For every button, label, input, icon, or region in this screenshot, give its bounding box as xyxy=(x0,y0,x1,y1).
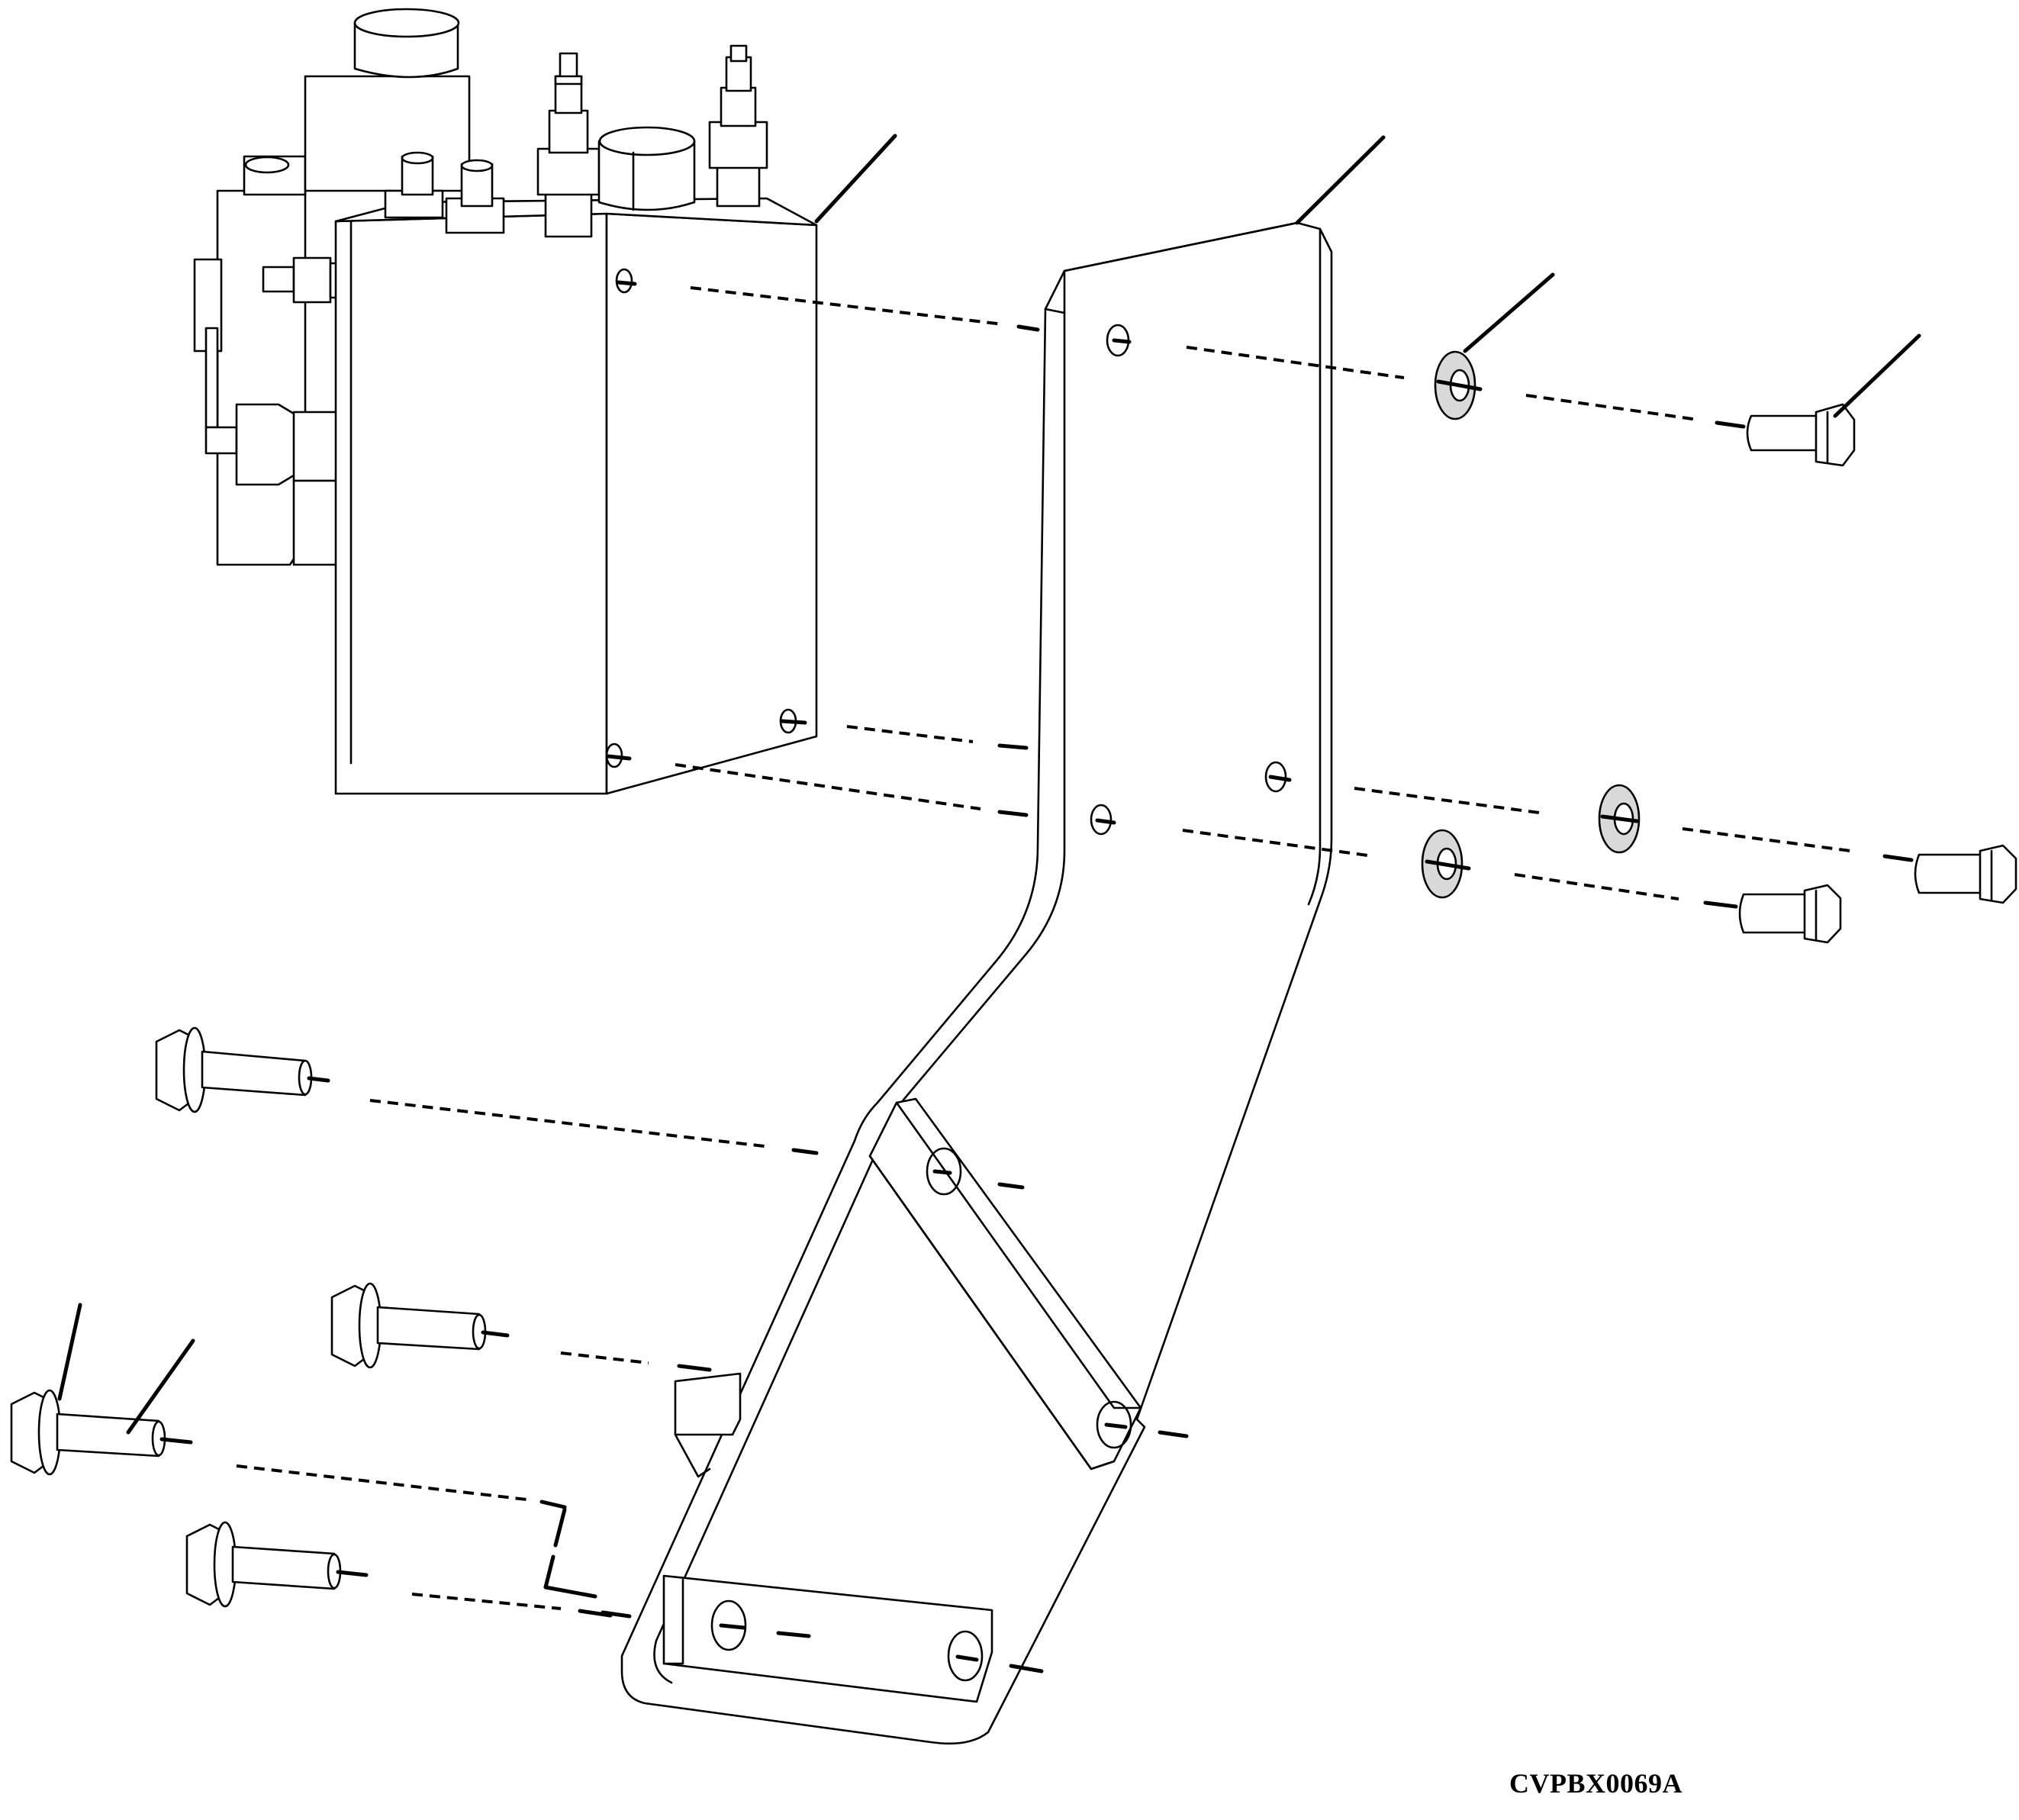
bracket-crossbar-lower xyxy=(662,1574,993,1703)
leader-washer xyxy=(1463,272,1555,353)
leader-flange-bolt-shank xyxy=(126,1338,195,1435)
flange-bolt-3 xyxy=(10,1389,166,1476)
hydraulic-valve-block xyxy=(193,8,818,795)
callout-leader-lines xyxy=(57,134,1921,1435)
hex-plug-center xyxy=(597,126,696,211)
hex-bolt-upper-right xyxy=(1746,403,1856,467)
leader-hex-bolt xyxy=(1833,333,1921,418)
bracket-crossbar-upper xyxy=(868,1097,1142,1470)
quick-coupler-left xyxy=(536,52,601,238)
side-fitting-upper xyxy=(262,256,351,304)
mounting-bracket xyxy=(620,221,1333,1745)
hex-bolt-middle-left xyxy=(1738,884,1842,944)
hex-bolt-middle-right xyxy=(1914,844,2017,904)
top-plug-left xyxy=(384,151,444,219)
flange-bolt-4 xyxy=(185,1521,342,1608)
leader-flange-bolt-head xyxy=(57,1303,82,1401)
figure-code-label: CVPBX0069A xyxy=(1509,1768,1682,1799)
top-plug-right xyxy=(445,159,505,234)
quick-coupler-right xyxy=(708,44,768,208)
leader-bracket xyxy=(1295,135,1386,225)
assembly-center-lines xyxy=(159,280,1914,1673)
side-fitting-lower xyxy=(204,403,349,566)
flange-bolt-2 xyxy=(330,1282,487,1369)
leader-valve-block xyxy=(814,134,897,224)
flange-bolt-1 xyxy=(155,1026,313,1113)
